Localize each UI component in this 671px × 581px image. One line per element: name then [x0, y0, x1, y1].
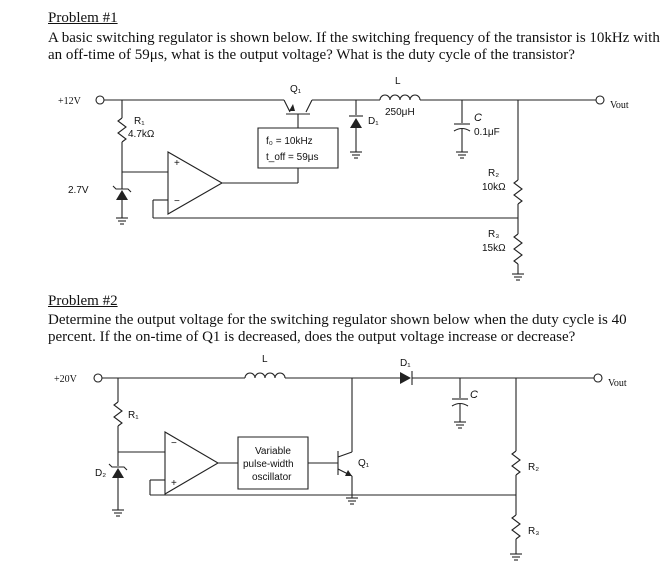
inductor-value-1: 250μH [385, 107, 415, 118]
oscillator-frequency-1: f₀ = 10kHz [266, 136, 313, 147]
oscillator-box-2 [238, 437, 308, 489]
vin-terminal-2 [94, 374, 102, 382]
d1-label-1: D₁ [368, 116, 379, 127]
vin-label-2: +20V [54, 374, 78, 385]
r1-resistor-1 [118, 118, 126, 142]
inductor-1 [380, 95, 420, 100]
oscillator-line3-2: oscillator [252, 472, 292, 483]
zener-diode-2 [112, 468, 124, 478]
r2-label-1: R₂ [488, 168, 499, 179]
zener-diode-1 [116, 190, 128, 200]
oscillator-box-1 [258, 128, 338, 168]
oscillator-line1-2: Variable [255, 446, 291, 457]
problem2-text: Determine the output voltage for the swi… [48, 312, 627, 345]
r1-value-1: 4.7kΩ [128, 129, 155, 140]
r3-label-1: R₃ [488, 229, 499, 240]
d1-diode-2 [400, 372, 411, 384]
r1-resistor-2 [114, 402, 122, 426]
vout-terminal-2 [594, 374, 602, 382]
inductor-label-1: L [395, 76, 401, 87]
problem2-title: Problem #2 [48, 293, 118, 309]
q1-transistor-1 [284, 100, 312, 128]
vout-terminal-1 [596, 96, 604, 104]
q1-label-2: Q₁ [358, 458, 370, 469]
inductor-label-2: L [262, 354, 268, 365]
r2-resistor-2 [512, 451, 520, 475]
op-amp-1 [168, 152, 222, 214]
op-amp-plus-2: + [171, 478, 177, 489]
capacitor-label-1: C [474, 112, 482, 124]
r3-value-1: 15kΩ [482, 243, 506, 254]
op-amp-plus-1: + [174, 158, 180, 169]
vin-label-1: +12V [58, 96, 82, 107]
op-amp-2 [165, 432, 218, 494]
r2-label-2: R₂ [528, 462, 539, 473]
vout-label-1: Vout [610, 100, 629, 111]
capacitor-label-2: C [470, 389, 478, 401]
oscillator-offtime-1: t_off = 59μs [266, 152, 319, 163]
r1-label-2: R₁ [128, 410, 139, 421]
r3-resistor-2 [512, 515, 520, 539]
vin-terminal-1 [96, 96, 104, 104]
circuit-2: +20V L D₁ Vout C R₂ R₃ [54, 354, 627, 561]
op-amp-minus-1: − [174, 196, 180, 207]
zener-voltage-label-1: 2.7V [68, 185, 89, 196]
d1-label-2: D₁ [400, 358, 411, 369]
op-amp-minus-2: − [171, 438, 177, 449]
r3-label-2: R₃ [528, 526, 539, 537]
q1-transistor-2 [338, 451, 359, 505]
circuit-1: +12V Q₁ L 250μH Vout D₁ C 0.1μ [58, 76, 629, 281]
r2-value-1: 10kΩ [482, 182, 506, 193]
r2-resistor-1 [514, 180, 522, 204]
d1-diode-1 [350, 118, 362, 128]
d2-label-2: D₂ [95, 468, 106, 479]
problem1-text: A basic switching regulator is shown bel… [48, 30, 660, 63]
q1-label-1: Q₁ [290, 84, 302, 95]
inductor-2 [245, 373, 285, 378]
r3-resistor-1 [514, 234, 522, 264]
vout-label-2: Vout [608, 378, 627, 389]
r1-label-1: R₁ [134, 116, 145, 127]
oscillator-line2-2: pulse-width [243, 459, 294, 470]
problem1-title: Problem #1 [48, 10, 118, 26]
capacitor-value-1: 0.1μF [474, 127, 500, 138]
